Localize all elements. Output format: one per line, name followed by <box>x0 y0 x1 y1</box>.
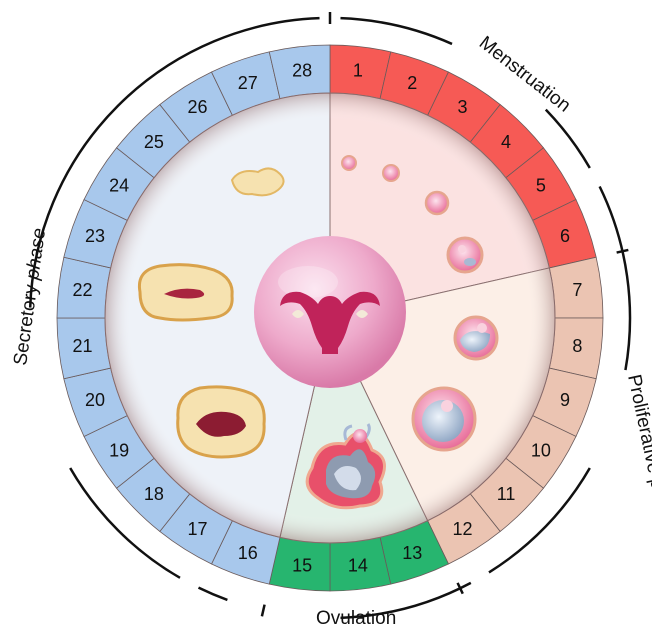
day-label-13: 13 <box>402 543 422 563</box>
outer-arc-5 <box>198 588 227 600</box>
day-label-28: 28 <box>292 61 312 81</box>
day-label-23: 23 <box>85 226 105 246</box>
day-label-6: 6 <box>560 226 570 246</box>
label-secretory-phase: Secretory phase <box>10 227 50 367</box>
day-label-11: 11 <box>497 484 516 504</box>
day-label-27: 27 <box>238 73 258 93</box>
phase-boundary-tick-1 <box>617 250 629 253</box>
day-label-3: 3 <box>457 97 467 117</box>
day-label-17: 17 <box>188 519 208 539</box>
day-label-1: 1 <box>353 61 363 81</box>
label-proliferative-phase: Proliferative phase <box>623 373 652 531</box>
day-label-26: 26 <box>188 97 208 117</box>
day-label-25: 25 <box>144 132 164 152</box>
day-label-16: 16 <box>238 543 258 563</box>
day-label-8: 8 <box>572 336 582 356</box>
day-label-4: 4 <box>501 132 511 152</box>
day-label-10: 10 <box>531 440 551 460</box>
day-label-12: 12 <box>452 519 472 539</box>
day-label-20: 20 <box>85 390 105 410</box>
day-label-7: 7 <box>572 280 582 300</box>
day-label-2: 2 <box>407 73 417 93</box>
uterus-globe <box>254 236 406 388</box>
phase-boundary-tick-3 <box>262 605 265 617</box>
outer-arc-2 <box>600 186 630 370</box>
day-label-19: 19 <box>109 440 129 460</box>
day-label-15: 15 <box>292 555 312 575</box>
day-label-18: 18 <box>144 484 164 504</box>
day-label-24: 24 <box>109 176 129 196</box>
outer-arc-0 <box>340 18 452 44</box>
day-label-22: 22 <box>73 280 93 300</box>
day-label-5: 5 <box>536 176 546 196</box>
label-ovulation: Ovulation <box>316 608 396 629</box>
day-label-14: 14 <box>348 555 368 575</box>
day-label-21: 21 <box>73 336 93 356</box>
day-label-9: 9 <box>560 390 570 410</box>
